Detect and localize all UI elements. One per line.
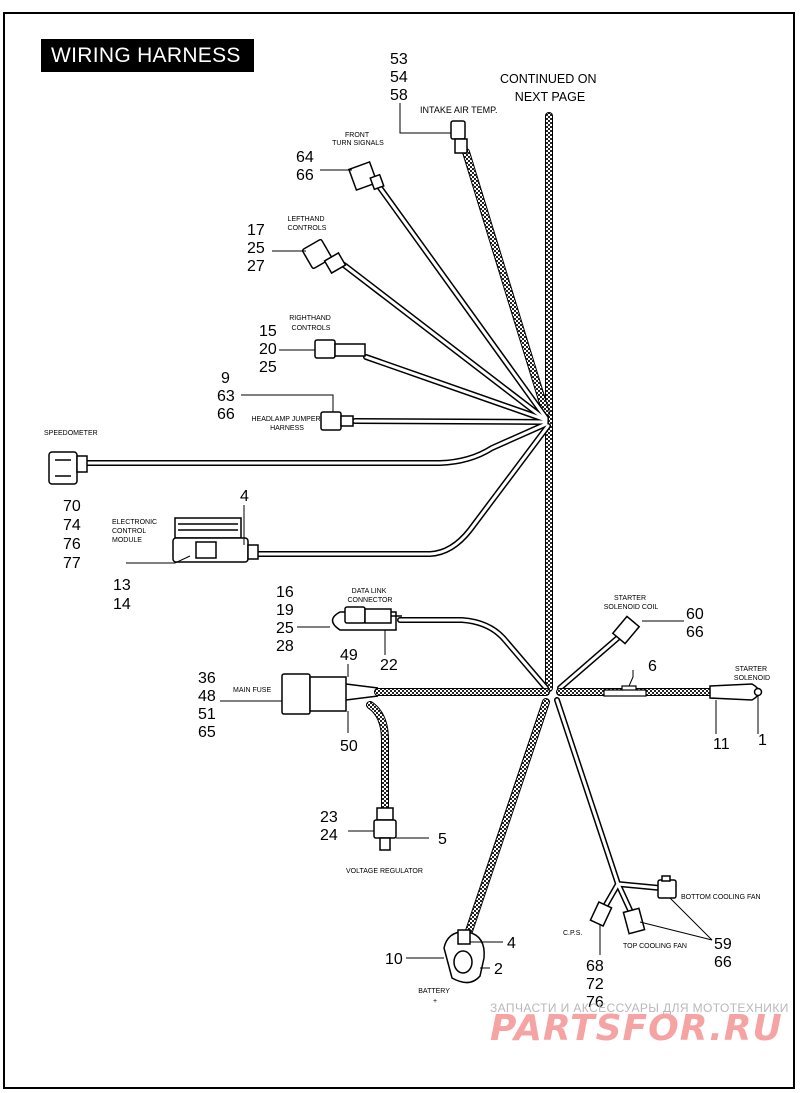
main-fuse-bottom-ref: 50 <box>340 738 358 755</box>
cooling-fan-wire <box>555 698 620 886</box>
voltage-regulator-label: VOLTAGE REGULATOR <box>346 868 423 875</box>
bottom-cooling-fan-connector <box>657 875 677 899</box>
voltage-regulator-connector <box>373 807 397 851</box>
starter-solenoid-coil-wire <box>558 628 629 690</box>
speedometer-wire <box>85 422 548 465</box>
starter-solenoid-ref-11: 11 <box>713 736 730 753</box>
lefthand-controls-connector <box>301 238 347 275</box>
harness-wires <box>84 112 714 944</box>
righthand-controls-label: RIGHTHAND CONTROLS <box>289 315 333 332</box>
diagram-frame <box>3 12 795 1089</box>
starter-solenoid-coil-label: STARTER SOLENOID COIL <box>604 595 659 611</box>
watermark-tagline: ЗАПЧАСТИ И АКСЕССУАРЫ ДЛЯ МОТОТЕХНИКИ <box>490 1001 789 1015</box>
watermark-logo: PARTSFOR.RU <box>490 1008 783 1049</box>
lefthand-controls-label: LEFTHAND CONTROLS <box>288 216 327 232</box>
harness-clip <box>603 685 647 697</box>
continued-label: CONTINUED ON NEXT PAGE <box>500 72 600 104</box>
starter-solenoid-terminal <box>709 683 763 701</box>
starter-solenoid-coil-connector <box>611 615 641 645</box>
intake-air-temp-label: INTAKE AIR TEMP. <box>420 105 498 115</box>
battery-ref-10: 10 <box>385 951 403 968</box>
bottom-cooling-fan-label: BOTTOM COOLING FAN <box>681 894 761 901</box>
cps-label: C.P.S. <box>563 930 582 937</box>
battery-label: BATTERY + <box>418 988 451 1005</box>
headlamp-jumper-connector <box>320 411 354 431</box>
cps-connector <box>589 900 613 928</box>
intake-air-temp-wire <box>463 149 549 416</box>
ecm-label: ELECTRONIC CONTROL MODULE <box>112 519 159 544</box>
voltage-regulator-wire <box>367 702 388 811</box>
top-cooling-fan-label: TOP COOLING FAN <box>623 943 687 950</box>
front-turn-signals-refs: 64 66 <box>296 149 318 184</box>
data-link-label: DATA LINK CONNECTOR <box>348 588 393 604</box>
electronic-control-module <box>172 517 259 563</box>
front-turn-signals-label: FRONT TURN SIGNALS <box>332 132 384 147</box>
main-fuse-top-ref: 49 <box>340 647 358 664</box>
lefthand-controls-wire <box>342 263 548 422</box>
cooling-fan-refs: 59 66 <box>714 936 736 971</box>
data-link-side-ref: 22 <box>380 657 398 674</box>
data-link-connector <box>331 606 402 631</box>
ecm-top-ref: 4 <box>240 488 249 505</box>
headlamp-jumper-wire <box>353 419 548 424</box>
headlamp-jumper-refs: 9 63 66 <box>217 370 239 423</box>
intake-air-temp-refs: 53 54 58 <box>390 51 412 104</box>
speedometer-refs: 70 74 76 77 <box>63 498 85 572</box>
starter-solenoid-coil-refs: 60 66 <box>686 606 708 641</box>
front-turn-signals-wire <box>376 183 548 420</box>
battery-wire <box>463 699 549 943</box>
diagram-title: WIRING HARNESS <box>41 39 254 72</box>
battery-ref-4: 4 <box>507 935 516 952</box>
leader-lines <box>126 103 759 969</box>
main-fuse-label: MAIN FUSE <box>233 687 271 694</box>
ecm-wire <box>254 424 550 556</box>
battery-ref-2: 2 <box>494 961 503 978</box>
righthand-controls-refs: 15 20 25 <box>259 323 281 376</box>
data-link-wire <box>398 618 548 690</box>
main-fuse-refs: 36 48 51 65 <box>198 670 220 741</box>
harness-clip-ref: 6 <box>648 658 657 675</box>
righthand-controls-wire <box>364 355 548 422</box>
headlamp-jumper-label: HEADLAMP JUMPER HARNESS <box>251 416 322 432</box>
cps-refs: 68 72 76 <box>586 958 608 1011</box>
voltage-regulator-refs: 23 24 <box>320 809 342 844</box>
speedometer-connector <box>48 451 88 485</box>
starter-solenoid-label: STARTER SOLENOID <box>734 666 770 682</box>
ecm-refs: 13 14 <box>113 577 135 613</box>
voltage-regulator-side-ref: 5 <box>438 831 447 848</box>
front-turn-signals-connector <box>347 160 385 192</box>
starter-solenoid-ref-1: 1 <box>758 732 767 749</box>
top-cooling-fan-connector <box>622 907 646 935</box>
intake-air-temp-sensor <box>450 120 468 154</box>
data-link-refs: 16 19 25 28 <box>276 584 298 655</box>
main-fuse <box>281 673 379 715</box>
speedometer-label: SPEEDOMETER <box>44 430 98 437</box>
battery-terminal <box>443 929 485 984</box>
righthand-controls-connector <box>314 339 366 359</box>
lefthand-controls-refs: 17 25 27 <box>247 222 269 275</box>
